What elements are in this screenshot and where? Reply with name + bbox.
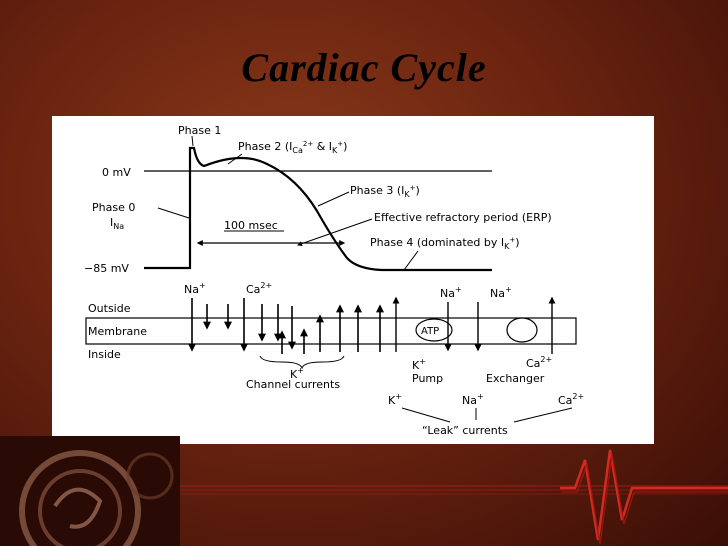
membrane-band <box>85 317 577 345</box>
leak-currents-label: “Leak” currents <box>422 424 508 437</box>
neg85-mv-label: −85 mV <box>84 262 129 275</box>
inside-label: Inside <box>88 348 121 361</box>
pump-label: Pump <box>412 372 443 385</box>
pump-na-label: Na+ <box>440 285 462 300</box>
slide-title: Cardiac Cycle <box>241 45 487 90</box>
duration-label: 100 msec <box>224 219 278 232</box>
erp-label: Effective refractory period (ERP) <box>374 211 552 224</box>
atp-pump-icon <box>415 318 453 342</box>
ecg-decoration <box>180 449 728 545</box>
membrane-label: Membrane <box>88 325 147 338</box>
pump-arrows <box>392 296 556 354</box>
ina-label: INa <box>110 216 124 231</box>
phase0-label: Phase 0 <box>92 201 135 214</box>
zero-mv-label: 0 mV <box>102 166 131 179</box>
exchanger-na-label: Na+ <box>490 285 512 300</box>
leak-k-label: K+ <box>388 392 402 407</box>
exchanger-label: Exchanger <box>486 372 545 385</box>
channel-currents-label: Channel currents <box>246 378 340 391</box>
phase3-label: Phase 3 (IK+) <box>350 184 420 199</box>
leak-na-label: Na+ <box>462 392 484 407</box>
figure-panel: Phase 1 Phase 2 (ICa2+ & IK+) Phase 3 (I… <box>52 116 654 444</box>
action-potential-curve <box>144 146 492 272</box>
phase4-label: Phase 4 (dominated by IK+) <box>370 236 520 251</box>
leak-ca-label: Ca2+ <box>558 392 584 407</box>
pump-k-label: K+ <box>412 357 426 372</box>
na-channel-label: Na+ <box>184 281 206 296</box>
cardiac-action-potential-diagram: Phase 1 Phase 2 (ICa2+ & IK+) Phase 3 (I… <box>84 124 584 437</box>
membrane-schematic: Outside Membrane Inside Na+ Ca2+ K+ Chan… <box>85 281 584 437</box>
phase1-label: Phase 1 <box>178 124 221 137</box>
channel-brace <box>259 355 345 370</box>
decorative-seal-graphic <box>0 436 180 546</box>
k-channel-label: K+ <box>290 366 304 381</box>
channel-current-arrows <box>188 298 384 354</box>
atp-label: ATP <box>421 326 439 337</box>
action-potential-plot: Phase 1 Phase 2 (ICa2+ & IK+) Phase 3 (I… <box>84 124 552 275</box>
exchanger-icon <box>506 317 538 343</box>
phase2-label: Phase 2 (ICa2+ & IK+) <box>238 140 347 155</box>
outside-label: Outside <box>88 302 131 315</box>
ca-channel-label: Ca2+ <box>246 281 272 296</box>
exchanger-ca-label: Ca2+ <box>526 355 552 370</box>
